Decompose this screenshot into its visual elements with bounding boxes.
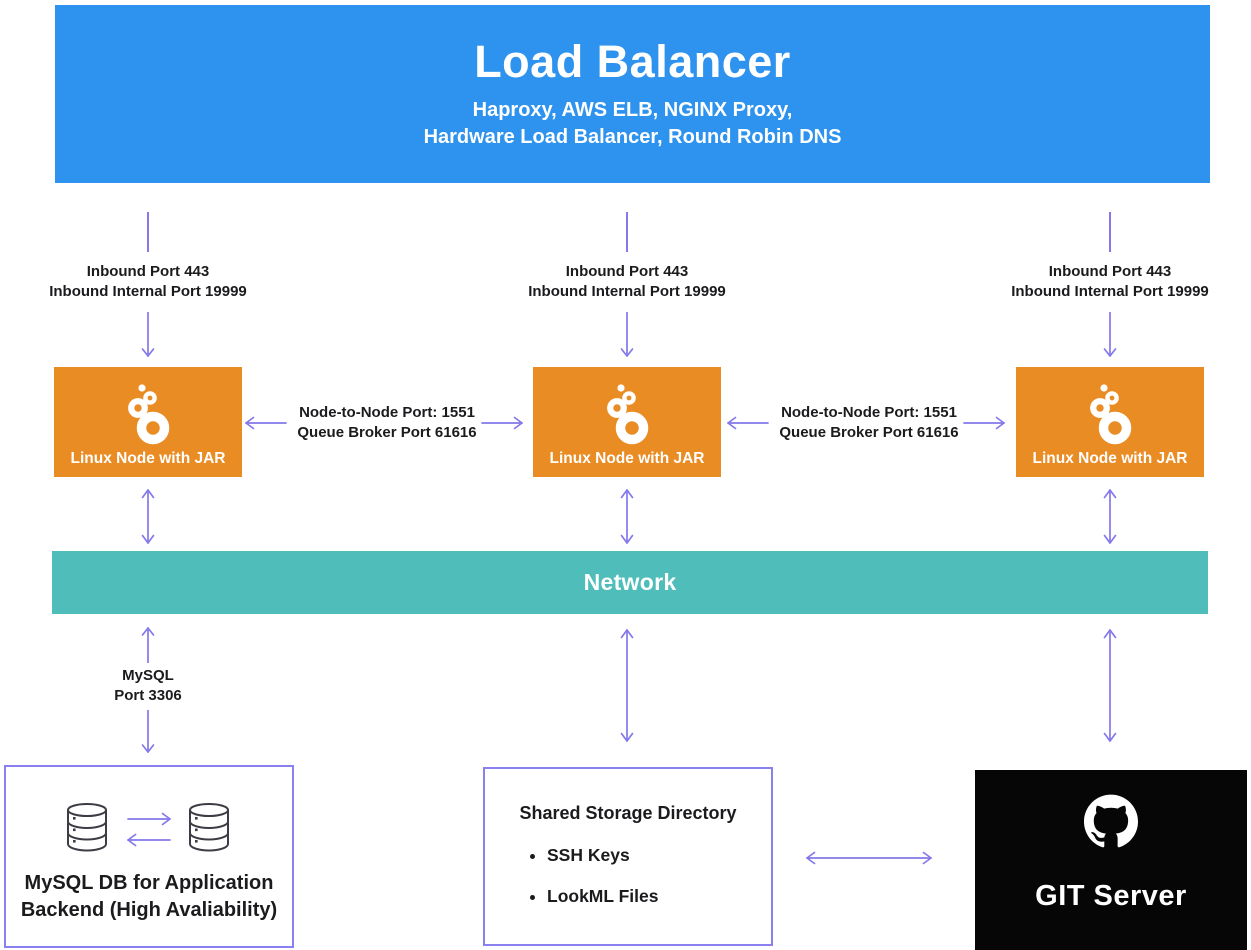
- queue-broker-port: Queue Broker Port 61616: [297, 424, 477, 441]
- right-arrow-icon: [481, 416, 523, 430]
- mysql-db-label-line1: MySQL DB for Application: [24, 872, 274, 894]
- looker-icon: [607, 384, 649, 445]
- network-label: Network: [583, 569, 677, 595]
- load-balancer-title: Load Balancer: [474, 36, 791, 88]
- mysql-db-label: MySQL DB for Application Backend (High A…: [6, 870, 292, 924]
- down-arrow-icon: [620, 312, 634, 357]
- database-icon: [67, 803, 107, 852]
- looker-icon: [1090, 384, 1132, 445]
- network-bar: Network: [52, 551, 1208, 614]
- linux-node-label: Linux Node with JAR: [1032, 450, 1188, 467]
- linux-node-box-1: Linux Node with JAR: [54, 367, 242, 477]
- up-arrow-icon: [141, 627, 155, 663]
- double-arrow-icon: [620, 489, 634, 544]
- inbound-port-443: Inbound Port 443: [1048, 263, 1172, 280]
- database-icon: [189, 803, 229, 852]
- connector-line: [1109, 212, 1111, 252]
- double-arrow-icon: [806, 851, 932, 865]
- inbound-ports-label: Inbound Port 443 Inbound Internal Port 1…: [970, 262, 1250, 302]
- load-balancer-subtitle-line2: Hardware Load Balancer, Round Robin DNS: [423, 125, 842, 148]
- git-server-label: GIT Server: [1035, 880, 1187, 912]
- double-arrow-icon: [1103, 489, 1117, 544]
- shared-storage-list: SSH Keys LookML Files: [529, 845, 659, 927]
- mysql-db-label-line2: Backend (High Avaliability): [20, 899, 278, 921]
- inbound-ports-label: Inbound Port 443 Inbound Internal Port 1…: [487, 262, 767, 302]
- list-item: SSH Keys: [547, 845, 659, 866]
- down-arrow-icon: [1103, 312, 1117, 357]
- linux-node-box-2: Linux Node with JAR: [533, 367, 721, 477]
- mysql-label: MySQL: [122, 667, 174, 684]
- load-balancer-box: Load Balancer Haproxy, AWS ELB, NGINX Pr…: [55, 5, 1210, 183]
- connector-line: [147, 212, 149, 252]
- linux-node-label: Linux Node with JAR: [70, 450, 226, 467]
- right-arrow-icon: [127, 812, 171, 826]
- git-server-box: GIT Server: [975, 770, 1247, 950]
- left-arrow-icon: [127, 833, 171, 847]
- double-arrow-icon: [620, 629, 634, 742]
- linux-node-label: Linux Node with JAR: [549, 450, 705, 467]
- list-item: LookML Files: [547, 886, 659, 907]
- left-arrow-icon: [727, 416, 769, 430]
- inbound-port-443: Inbound Port 443: [86, 263, 210, 280]
- shared-storage-title: Shared Storage Directory: [519, 803, 737, 823]
- load-balancer-subtitle-line1: Haproxy, AWS ELB, NGINX Proxy,: [472, 98, 793, 121]
- node-to-node-port: Node-to-Node Port: 1551: [299, 404, 475, 421]
- inbound-internal-port: Inbound Internal Port 19999: [528, 283, 726, 300]
- down-arrow-icon: [141, 312, 155, 357]
- node-link-label: Node-to-Node Port: 1551 Queue Broker Por…: [754, 403, 984, 443]
- queue-broker-port: Queue Broker Port 61616: [779, 424, 959, 441]
- left-arrow-icon: [245, 416, 287, 430]
- double-arrow-icon: [141, 489, 155, 544]
- load-balancer-subtitle: Haproxy, AWS ELB, NGINX Proxy, Hardware …: [424, 97, 842, 151]
- node-to-node-port: Node-to-Node Port: 1551: [781, 404, 957, 421]
- inbound-internal-port: Inbound Internal Port 19999: [49, 283, 247, 300]
- down-arrow-icon: [141, 710, 155, 753]
- right-arrow-icon: [963, 416, 1005, 430]
- shared-storage-box: Shared Storage Directory SSH Keys LookML…: [483, 767, 773, 946]
- inbound-ports-label: Inbound Port 443 Inbound Internal Port 1…: [8, 262, 288, 302]
- mysql-port-label: MySQL Port 3306: [68, 666, 228, 706]
- looker-icon: [128, 384, 170, 445]
- linux-node-box-3: Linux Node with JAR: [1016, 367, 1204, 477]
- node-link-label: Node-to-Node Port: 1551 Queue Broker Por…: [272, 403, 502, 443]
- port-3306-label: Port 3306: [114, 687, 182, 704]
- inbound-port-443: Inbound Port 443: [565, 263, 689, 280]
- connector-line: [626, 212, 628, 252]
- inbound-internal-port: Inbound Internal Port 19999: [1011, 283, 1209, 300]
- mysql-db-box: MySQL DB for Application Backend (High A…: [4, 765, 294, 948]
- github-icon: [1084, 794, 1138, 848]
- double-arrow-icon: [1103, 629, 1117, 742]
